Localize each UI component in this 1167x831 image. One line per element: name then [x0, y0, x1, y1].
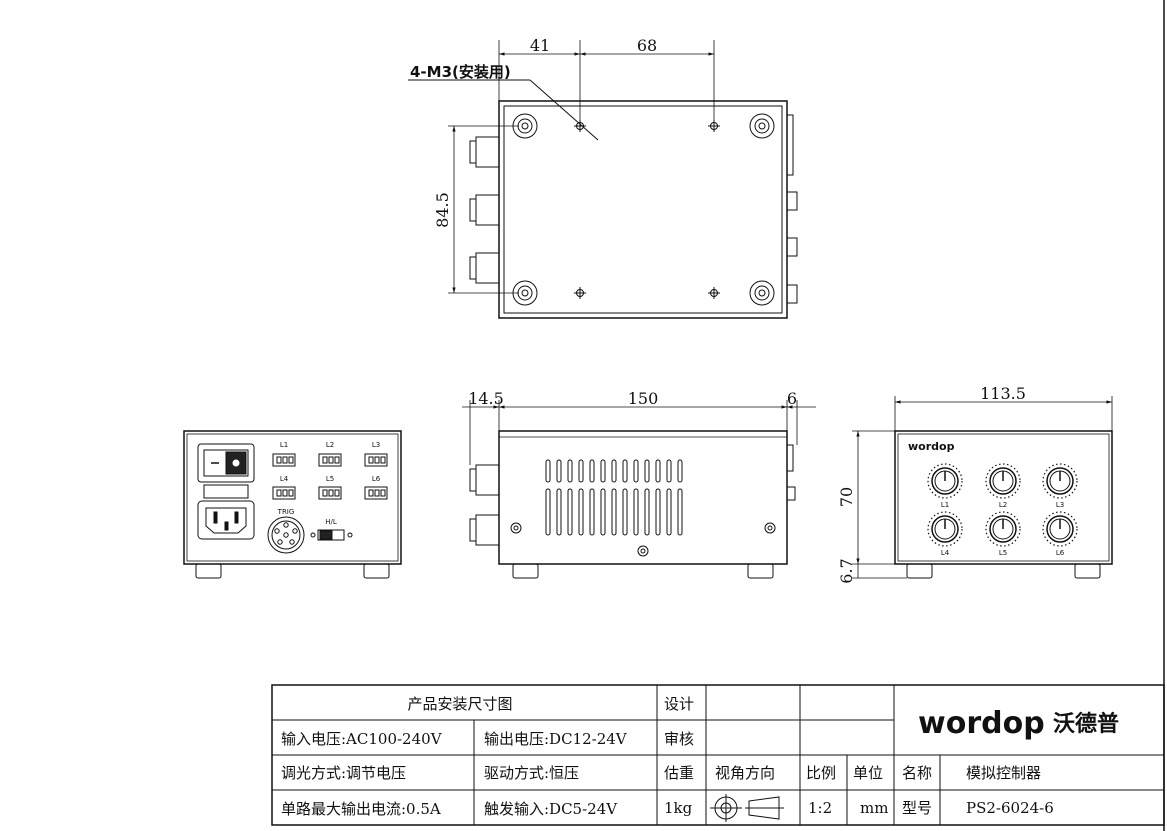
logo-wordmark: wordop: [918, 706, 1045, 741]
port-label-l4: L4: [280, 475, 289, 483]
knob: [1042, 463, 1078, 499]
dim-top-left: 41: [530, 36, 550, 55]
port-label-l2: L2: [326, 441, 334, 449]
knob-label-l3: L3: [1056, 501, 1064, 509]
title-block: [271, 684, 1165, 826]
front-knobs: [927, 463, 1078, 547]
knob-label-l4: L4: [941, 549, 950, 557]
back-view: [183, 430, 402, 579]
tb-trigger: 触发输入:DC5-24V: [484, 800, 618, 818]
output-connector: [272, 453, 388, 500]
tb-dimming: 调光方式:调节电压: [281, 764, 406, 782]
port-label-l5: L5: [326, 475, 334, 483]
dim-front-width: 113.5: [980, 384, 1026, 403]
dim-front-feet: 6.7: [837, 558, 856, 583]
tb-unit-label: 单位: [853, 764, 883, 782]
dim-side-front: 14.5: [468, 389, 504, 408]
dim-top-right: 68: [637, 36, 657, 55]
knob: [985, 511, 1021, 547]
tb-weight-value: 1kg: [664, 799, 693, 817]
dim-side-length: 150: [628, 389, 659, 408]
tb-scale-label: 比例: [806, 764, 836, 782]
mount-hole: [574, 120, 720, 299]
knob: [985, 463, 1021, 499]
hl-switch: [310, 529, 353, 541]
tb-drive: 驱动方式:恒压: [484, 764, 579, 782]
trig-connector: [267, 516, 305, 554]
knob-label-l6: L6: [1056, 549, 1065, 557]
knob: [1042, 511, 1078, 547]
dim-front-height: 70: [837, 487, 856, 507]
tb-title: 产品安装尺寸图: [407, 695, 512, 713]
knob-side: [469, 136, 500, 284]
tb-design-label: 设计: [664, 695, 694, 713]
side-view: [462, 400, 816, 579]
port-label-l1: L1: [280, 441, 288, 449]
dim-side-rear: 6: [787, 389, 797, 408]
top-view: [408, 40, 798, 319]
front-knob-labels: L1 L2 L3 L4 L5 L6: [941, 501, 1065, 557]
tb-model-label: 型号: [902, 799, 932, 817]
front-brand-logo: wordop: [908, 440, 955, 453]
power-switch: [197, 443, 255, 483]
tb-max-current: 单路最大输出电流:0.5A: [281, 800, 441, 818]
connector-side: [786, 191, 798, 304]
front-view: [852, 396, 1113, 579]
tb-output-voltage: 输出电压:DC12-24V: [484, 730, 628, 748]
back-port-labels: L1 L2 L3 L4 L5 L6 TRIG H/L: [277, 441, 381, 526]
mount-note: 4-M3(安装用): [410, 63, 511, 81]
title-block-text: 产品安装尺寸图 输入电压:AC100-240V 输出电压:DC12-24V 调光…: [281, 695, 1054, 818]
trig-label: TRIG: [277, 508, 295, 516]
dim-top-height: 84.5: [433, 192, 452, 228]
vent-slots: [545, 459, 683, 536]
knob-label-l5: L5: [999, 549, 1007, 557]
title-block-logo: wordop 沃德普: [918, 706, 1119, 741]
port-label-l3: L3: [372, 441, 380, 449]
foot-circle: [512, 113, 775, 306]
knob: [927, 511, 963, 547]
tb-view-label: 视角方向: [715, 764, 775, 782]
tb-model-value: PS2-6024-6: [966, 799, 1054, 817]
hl-label: H/L: [325, 518, 337, 526]
knob: [927, 463, 963, 499]
tb-name-value: 模拟控制器: [966, 764, 1041, 782]
knob-label-l1: L1: [941, 501, 949, 509]
logo-chinese: 沃德普: [1053, 711, 1119, 737]
knob-label-l2: L2: [999, 501, 1007, 509]
ac-inlet: [197, 500, 255, 540]
tb-weight-label: 估重: [664, 764, 694, 782]
projection-symbol-icon: [710, 794, 784, 822]
tb-review-label: 审核: [664, 730, 694, 748]
tb-unit-value: mm: [860, 799, 888, 817]
tb-input-voltage: 输入电压:AC100-240V: [281, 730, 443, 748]
tb-scale-value: 1:2: [808, 799, 832, 817]
port-label-l6: L6: [372, 475, 381, 483]
tb-name-label: 名称: [902, 764, 932, 782]
